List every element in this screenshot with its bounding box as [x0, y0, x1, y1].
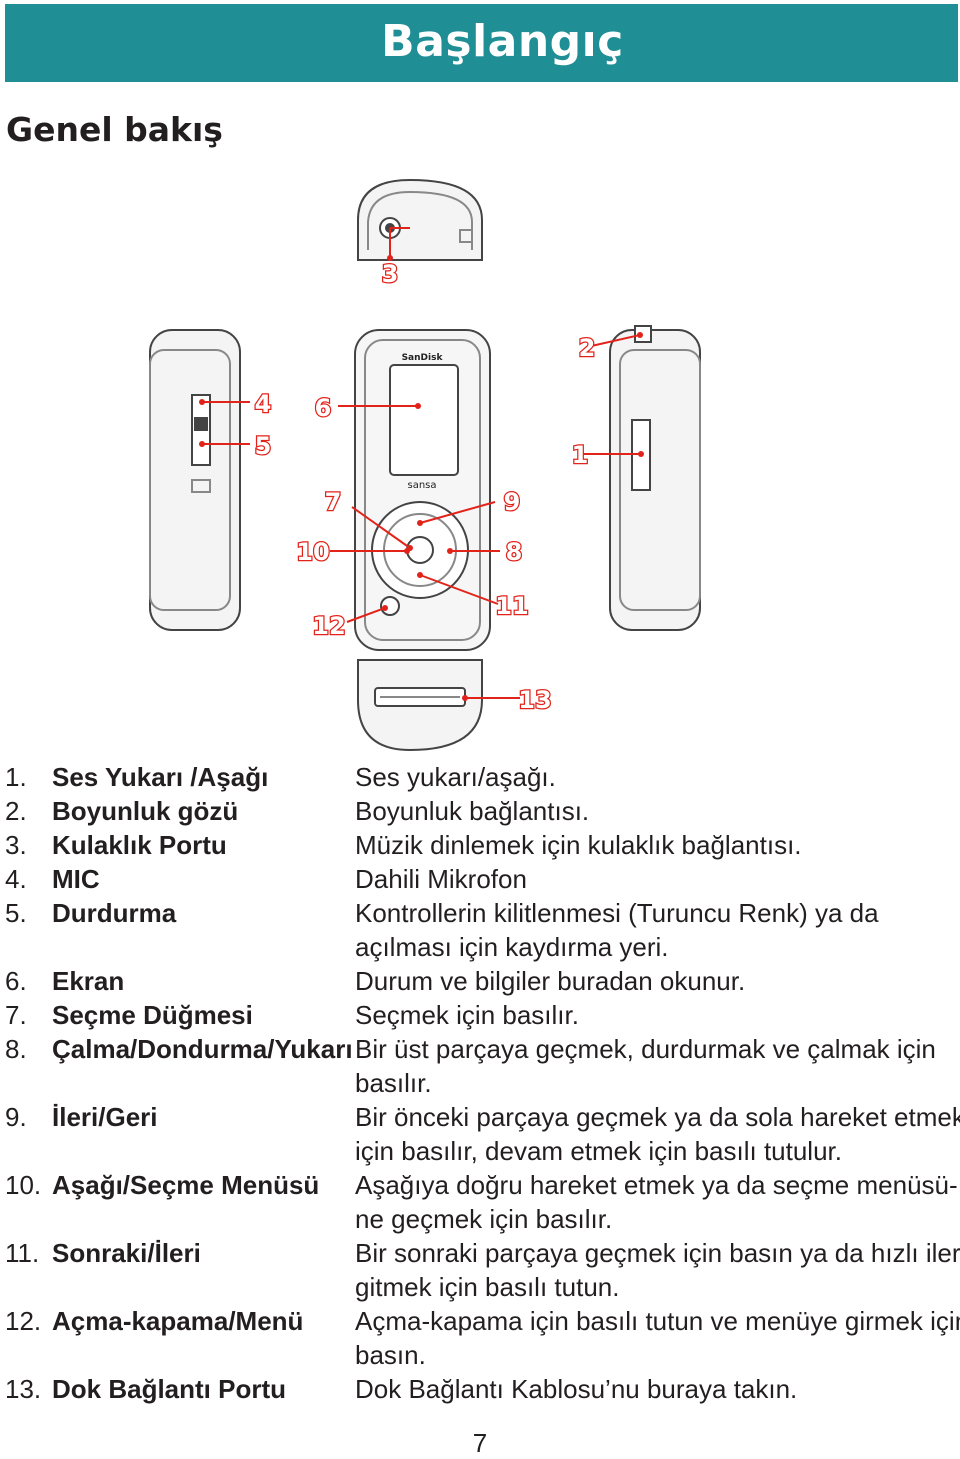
part-description: Bir önceki parçaya geçmek ya da sola har…	[355, 1100, 960, 1168]
part-name: Sonraki/İleri	[52, 1238, 201, 1268]
part-description: Kontrollerin kilitlenmesi (Turuncu Renk)…	[355, 896, 955, 964]
part-name: Ekran	[52, 966, 125, 996]
part-name: Seçme Düğmesi	[52, 1000, 253, 1030]
part-number: 9.	[5, 1102, 27, 1132]
brand-label: SanDisk	[402, 353, 444, 363]
part-name: Dok Bağlantı Portu	[52, 1374, 287, 1404]
part-name: İleri/Geri	[52, 1102, 158, 1132]
part-number: 2.	[5, 796, 27, 826]
callout-7: 7	[325, 488, 342, 516]
page-number: 7	[472, 1428, 488, 1458]
part-description-line: Bir önceki parçaya geçmek ya da sola har…	[355, 1102, 960, 1132]
part-description-line: Durum ve bilgiler buradan okunur.	[355, 966, 746, 996]
part-description: Boyunluk bağlantısı.	[355, 794, 955, 828]
callout-2: 2	[579, 334, 596, 362]
part-number: 8.	[5, 1034, 27, 1064]
part-name: Ses Yukarı /Aşağı	[52, 762, 269, 792]
device-diagram: SanDisk sansa 1	[80, 150, 760, 760]
part-description-line: basın.	[355, 1340, 426, 1370]
page-title: Başlangıç	[381, 16, 624, 67]
callout-4: 4	[255, 390, 272, 418]
part-description-line: Bir üst parçaya geçmek, durdurmak ve çal…	[355, 1034, 936, 1064]
device-diagram-svg: SanDisk sansa 1	[149, 178, 701, 752]
device-top-view	[357, 178, 483, 261]
part-description-line: Boyunluk bağlantısı.	[355, 796, 590, 826]
part-description: Dok Bağlantı Kablosu’nu buraya takın.	[355, 1372, 955, 1406]
part-number: 3.	[5, 830, 27, 860]
callout-11: 11	[495, 592, 528, 620]
part-number: 13.	[5, 1374, 42, 1404]
callout-1: 1	[572, 441, 589, 469]
part-description-line: basılır.	[355, 1068, 432, 1098]
part-description-line: için basılır, devam etmek için basılı tu…	[355, 1136, 842, 1166]
part-description-line: Açma-kapama için basılı tutun ve menüye …	[355, 1306, 960, 1336]
part-name: Durdurma	[52, 898, 177, 928]
logo-label: sansa	[407, 480, 436, 491]
part-description: Bir üst parçaya geçmek, durdurmak ve çal…	[355, 1032, 955, 1100]
part-description: Bir sonraki parçaya geçmek için basın ya…	[355, 1236, 960, 1304]
part-number: 1.	[5, 762, 27, 792]
part-name: MIC	[52, 864, 100, 894]
part-description: Seçmek için basılır.	[355, 998, 955, 1032]
part-description-line: açılması için kaydırma yeri.	[355, 932, 669, 962]
part-description-line: Aşağıya doğru hareket etmek ya da seçme …	[355, 1170, 958, 1200]
part-number: 12.	[5, 1306, 42, 1336]
device-right-side-view	[609, 325, 701, 631]
part-description-line: Bir sonraki parçaya geçmek için basın ya…	[355, 1238, 960, 1268]
device-left-side-view	[149, 329, 241, 631]
part-number: 7.	[5, 1000, 27, 1030]
title-banner: Başlangıç	[5, 4, 958, 82]
part-number: 5.	[5, 898, 27, 928]
part-description-line: Ses yukarı/aşağı.	[355, 762, 556, 792]
callout-3: 3	[382, 260, 399, 288]
part-description: Ses yukarı/aşağı.	[355, 760, 955, 794]
callout-10: 10	[296, 538, 329, 566]
part-description: Açma-kapama için basılı tutun ve menüye …	[355, 1304, 960, 1372]
device-front-view	[354, 329, 491, 651]
part-name: Çalma/Dondurma/Yukarı	[52, 1034, 353, 1064]
part-name: Boyunluk gözü	[52, 796, 239, 826]
callout-8: 8	[506, 538, 523, 566]
callout-13: 13	[518, 686, 551, 714]
part-description-line: Dahili Mikrofon	[355, 864, 527, 894]
callout-6: 6	[315, 394, 332, 422]
callout-9: 9	[504, 488, 521, 516]
part-description-line: gitmek için basılı tutun.	[355, 1272, 620, 1302]
part-number: 10.	[5, 1170, 42, 1200]
part-description-line: Müzik dinlemek için kulaklık bağlantısı.	[355, 830, 802, 860]
callout-12: 12	[312, 612, 345, 640]
part-description: Durum ve bilgiler buradan okunur.	[355, 964, 955, 998]
part-name: Aşağı/Seçme Menüsü	[52, 1170, 320, 1200]
callout-5: 5	[255, 432, 272, 460]
part-number: 11.	[5, 1238, 40, 1268]
part-description: Dahili Mikrofon	[355, 862, 955, 896]
part-name: Kulaklık Portu	[52, 830, 227, 860]
part-name: Açma-kapama/Menü	[52, 1306, 304, 1336]
part-description-line: Dok Bağlantı Kablosu’nu buraya takın.	[355, 1374, 798, 1404]
part-description-line: ne geçmek için basılır.	[355, 1204, 613, 1234]
section-title: Genel bakış	[6, 110, 223, 149]
device-bottom-view	[357, 659, 483, 752]
part-number: 6.	[5, 966, 27, 996]
part-description-line: Seçmek için basılır.	[355, 1000, 579, 1030]
part-description: Müzik dinlemek için kulaklık bağlantısı.	[355, 828, 955, 862]
part-description-line: Kontrollerin kilitlenmesi (Turuncu Renk)…	[355, 898, 879, 928]
part-number: 4.	[5, 864, 27, 894]
part-description: Aşağıya doğru hareket etmek ya da seçme …	[355, 1168, 958, 1236]
